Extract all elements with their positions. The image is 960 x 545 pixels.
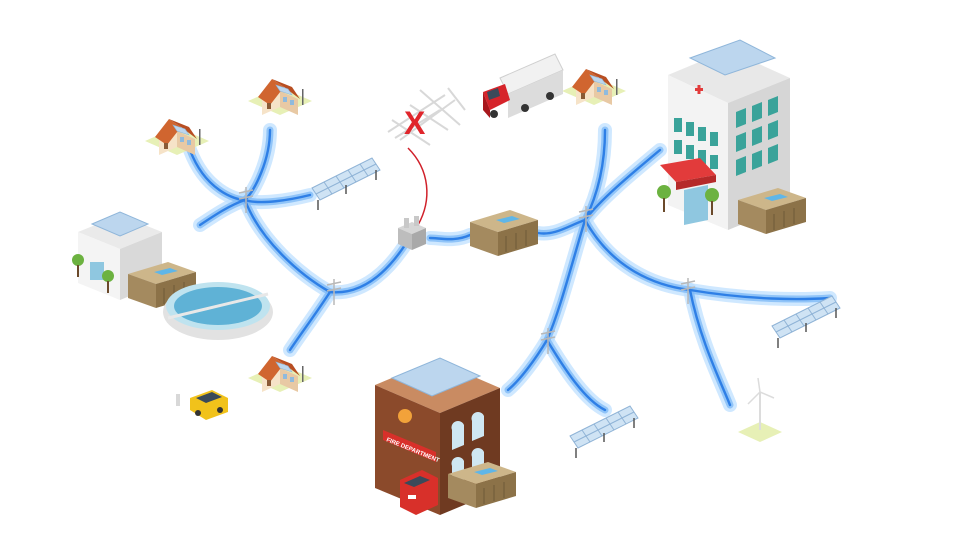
- power-line: [188, 148, 247, 202]
- power-line: [198, 198, 247, 227]
- power-line: [545, 218, 587, 342]
- power-line: [506, 338, 549, 392]
- house-icon: [247, 355, 313, 393]
- electric-car-icon: [190, 390, 228, 420]
- transmission-tower-icon: [387, 87, 466, 146]
- wind-turbine-icon: [738, 377, 782, 442]
- power-line: [243, 198, 332, 294]
- fault-wire: [407, 147, 428, 226]
- power-line: [243, 193, 312, 204]
- power-lines: [183, 123, 837, 417]
- battery-storage-icon: [469, 209, 539, 257]
- power-line: [583, 148, 662, 222]
- power-line: [688, 288, 732, 407]
- power-line-layer: [188, 128, 832, 412]
- house-icon: [561, 68, 627, 106]
- power-line: [536, 218, 587, 235]
- semi-truck-icon: [483, 53, 564, 118]
- fault-marker: X: [404, 105, 426, 141]
- power-line: [238, 193, 337, 299]
- solar-array-icon: [311, 157, 381, 211]
- clarifier-tank-icon: [163, 282, 273, 340]
- house-icon: [144, 118, 210, 156]
- hospital-icon: [657, 39, 790, 230]
- power-line: [288, 290, 332, 352]
- power-line: [428, 233, 472, 241]
- power-line: [578, 213, 697, 297]
- ev-charger-icon: [176, 394, 180, 406]
- substation-icon: [398, 216, 426, 250]
- power-line: [583, 218, 692, 292]
- power-line: [688, 288, 832, 301]
- power-line: [545, 338, 607, 412]
- water-treatment-plant-icon: [72, 211, 162, 300]
- fire-truck-icon: [400, 470, 438, 515]
- power-line: [583, 128, 607, 222]
- house-icon: [247, 78, 313, 116]
- power-line: [328, 243, 407, 294]
